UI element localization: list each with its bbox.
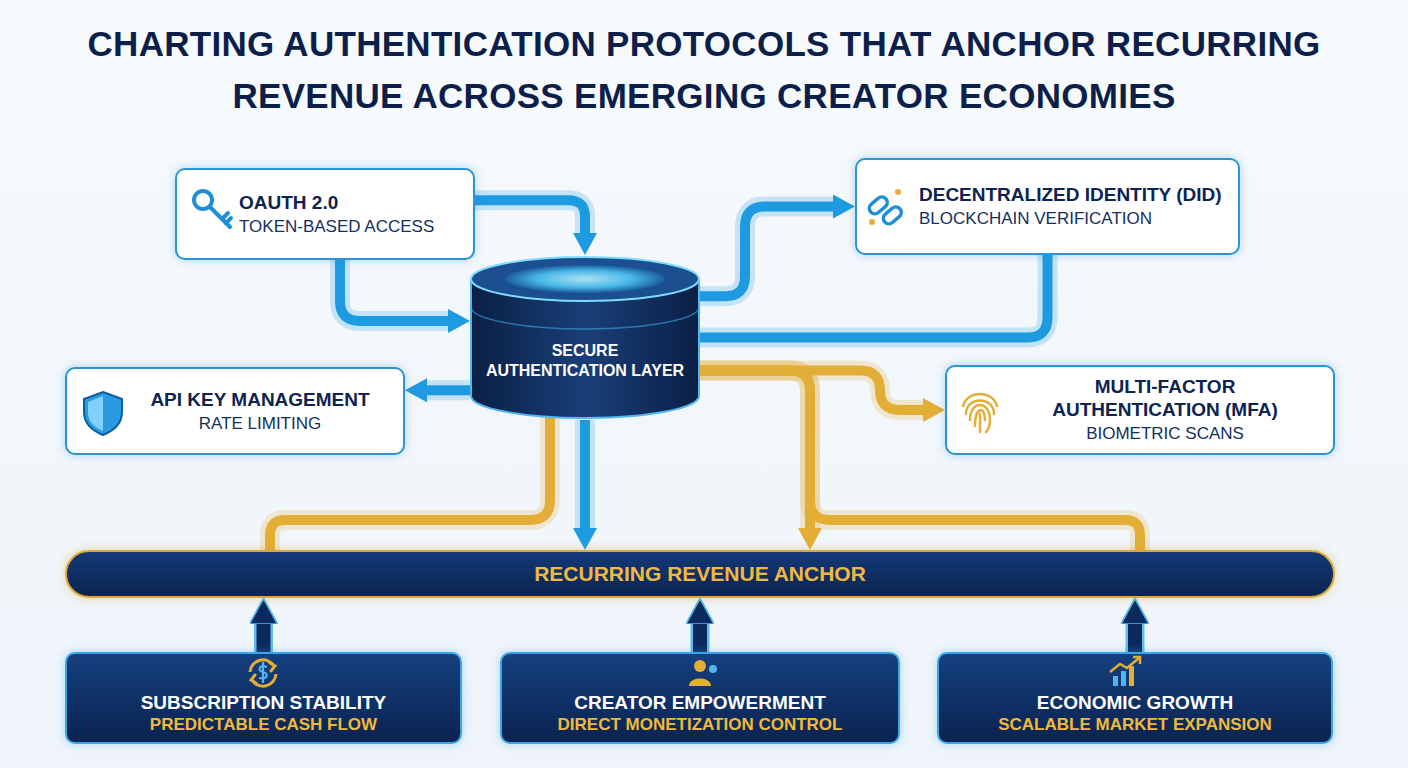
connector-glow bbox=[700, 207, 833, 297]
box-heading: ECONOMIC GROWTH bbox=[949, 692, 1321, 714]
diagram-title: CHARTING AUTHENTICATION PROTOCOLS THAT A… bbox=[24, 18, 1384, 122]
cylinder-hub: SECURE AUTHENTICATION LAYER bbox=[470, 255, 700, 420]
box-subtitle: BLOCKCHAIN VERIFICATION bbox=[919, 208, 1226, 230]
box-heading: SUBSCRIPTION STABILITY bbox=[77, 692, 450, 714]
protocol-box: OAUTH 2.0TOKEN-BASED ACCESS bbox=[175, 168, 475, 260]
shield-icon bbox=[84, 392, 122, 435]
connector-glow bbox=[1126, 624, 1145, 652]
box-subtitle: TOKEN-BASED ACCESS bbox=[239, 216, 461, 238]
box-heading: SECURE AUTHENTICATION LAYER bbox=[484, 341, 686, 381]
anchor-bar: RECURRING REVENUE ANCHOR bbox=[65, 550, 1335, 598]
box-subtitle: PREDICTABLE CASH FLOW bbox=[77, 714, 450, 736]
connector-glow bbox=[475, 200, 585, 233]
connector-glow bbox=[700, 255, 1048, 338]
outcome-box: ECONOMIC GROWTHSCALABLE MARKET EXPANSION bbox=[937, 652, 1333, 744]
box-subtitle: SCALABLE MARKET EXPANSION bbox=[949, 714, 1321, 736]
box-subtitle: BIOMETRIC SCANS bbox=[1009, 423, 1321, 445]
connector-glow bbox=[700, 371, 810, 529]
connector-glow bbox=[575, 420, 595, 528]
cycle-dollar-icon bbox=[250, 660, 276, 686]
connector-glow bbox=[340, 260, 448, 321]
connector-glow bbox=[254, 624, 273, 652]
protocol-box: DECENTRALIZED IDENTITY (DID)BLOCKCHAIN V… bbox=[855, 158, 1240, 255]
connector-arrow bbox=[427, 385, 470, 395]
connector-arrow bbox=[1128, 624, 1142, 652]
cylinder-shape bbox=[470, 255, 700, 420]
outcome-box: SUBSCRIPTION STABILITYPREDICTABLE CASH F… bbox=[65, 652, 462, 744]
fingerprint-icon bbox=[963, 394, 997, 432]
box-heading: API KEY MANAGEMENT bbox=[129, 388, 391, 411]
box-subtitle: DIRECT MONETIZATION CONTROL bbox=[512, 714, 888, 736]
connector-arrow bbox=[693, 624, 707, 652]
connector-arrow bbox=[700, 371, 810, 529]
connector-arrow bbox=[340, 260, 448, 321]
connector-arrow bbox=[580, 420, 590, 528]
connector-arrow bbox=[475, 200, 585, 233]
connector-arrow bbox=[257, 624, 271, 652]
connector-glow bbox=[427, 380, 470, 400]
connector-arrow bbox=[700, 255, 1048, 338]
chain-icon bbox=[867, 189, 903, 226]
protocol-box: API KEY MANAGEMENTRATE LIMITING bbox=[65, 367, 405, 455]
box-heading: CREATOR EMPOWERMENT bbox=[512, 692, 888, 714]
box-heading: RECURRING REVENUE ANCHOR bbox=[67, 561, 1333, 587]
growth-chart-icon bbox=[1110, 657, 1140, 686]
box-heading: OAUTH 2.0 bbox=[239, 191, 461, 214]
box-heading: DECENTRALIZED IDENTITY (DID) bbox=[919, 183, 1226, 206]
connector-glow bbox=[691, 624, 710, 652]
outcome-box: CREATOR EMPOWERMENTDIRECT MONETIZATION C… bbox=[500, 652, 900, 744]
connector-arrow bbox=[700, 207, 833, 297]
key-icon bbox=[194, 191, 231, 227]
box-heading: MULTI-FACTOR AUTHENTICATION (MFA) bbox=[1009, 375, 1321, 421]
person-icon bbox=[689, 660, 717, 686]
protocol-box: MULTI-FACTOR AUTHENTICATION (MFA)BIOMETR… bbox=[945, 365, 1335, 455]
box-subtitle: RATE LIMITING bbox=[129, 413, 391, 435]
